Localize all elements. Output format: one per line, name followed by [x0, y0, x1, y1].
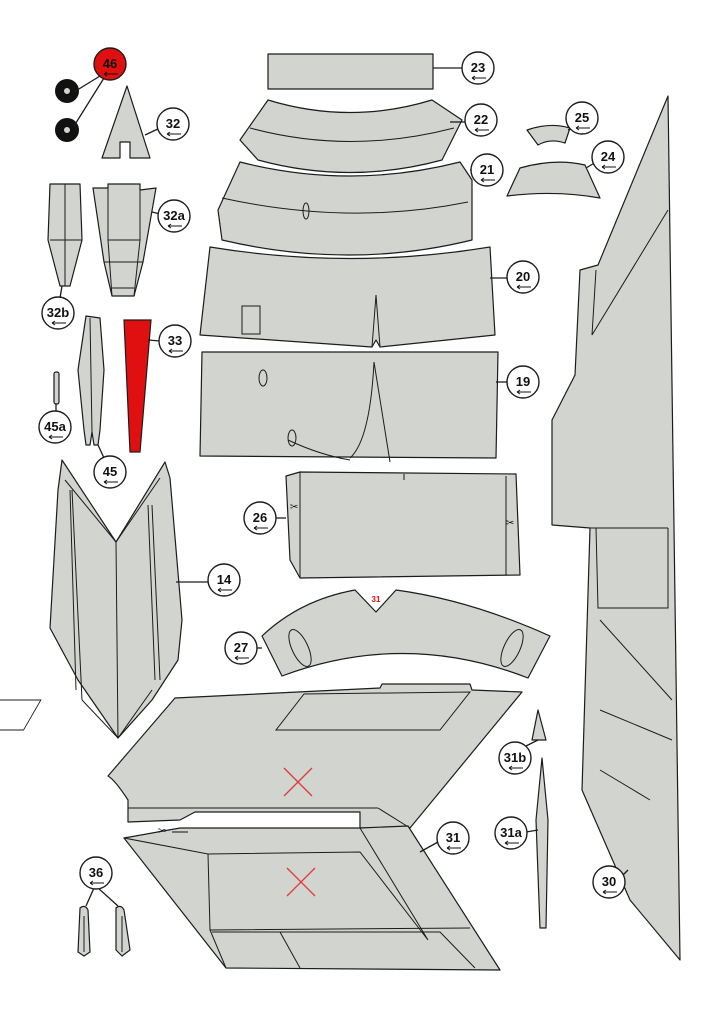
part-14: 14: [49, 459, 241, 739]
part-27: 31 27: [224, 589, 551, 679]
part-32b: 32b: [41, 183, 83, 330]
scissor-icon: ✂: [158, 826, 166, 837]
label-22: 22: [474, 112, 488, 127]
label-31b: 31b: [504, 750, 526, 765]
part-23: 23: [267, 51, 495, 90]
part-26: ✂ ✂ 26: [243, 471, 521, 579]
label-45a: 45a: [44, 419, 66, 434]
scissor-icon: ✂: [290, 502, 298, 513]
part-45: 45: [77, 315, 127, 489]
label-14: 14: [217, 572, 232, 587]
scissor-icon: ✂: [506, 518, 514, 529]
part-25: 25: [526, 101, 599, 146]
label-32: 32: [166, 116, 180, 131]
label-31a: 31a: [500, 825, 522, 840]
label-36: 36: [89, 865, 103, 880]
part-31b: 31b: [498, 709, 547, 775]
part-31: ✂ 31: [0, 683, 523, 971]
mark-31: 31: [372, 595, 381, 604]
part-36: 36: [77, 856, 131, 957]
part-33: 33: [123, 319, 192, 453]
part-20: 20: [199, 246, 540, 348]
part-32a: 32a: [92, 183, 191, 297]
label-33: 33: [168, 333, 182, 348]
part-24: 24: [506, 140, 625, 199]
label-21: 21: [480, 162, 494, 177]
part-30: 30: [551, 95, 681, 961]
part-21: 21: [217, 153, 504, 256]
part-45a: 45a: [38, 371, 72, 444]
label-19: 19: [516, 374, 530, 389]
label-31: 31: [446, 830, 460, 845]
label-32b: 32b: [47, 305, 69, 320]
label-25: 25: [575, 110, 589, 125]
label-20: 20: [516, 269, 530, 284]
label-23: 23: [471, 60, 485, 75]
label-30: 30: [602, 874, 616, 889]
part-19: 19: [199, 351, 540, 463]
part-22: 22: [239, 99, 498, 174]
part-31a: 31a: [494, 757, 549, 929]
label-45: 45: [103, 464, 117, 479]
part-32: 32: [101, 85, 190, 159]
label-26: 26: [253, 510, 267, 525]
label-27: 27: [234, 640, 248, 655]
part-46: 46: [55, 47, 127, 142]
label-46: 46: [103, 56, 117, 71]
label-32a: 32a: [163, 208, 185, 223]
label-24: 24: [601, 149, 616, 164]
